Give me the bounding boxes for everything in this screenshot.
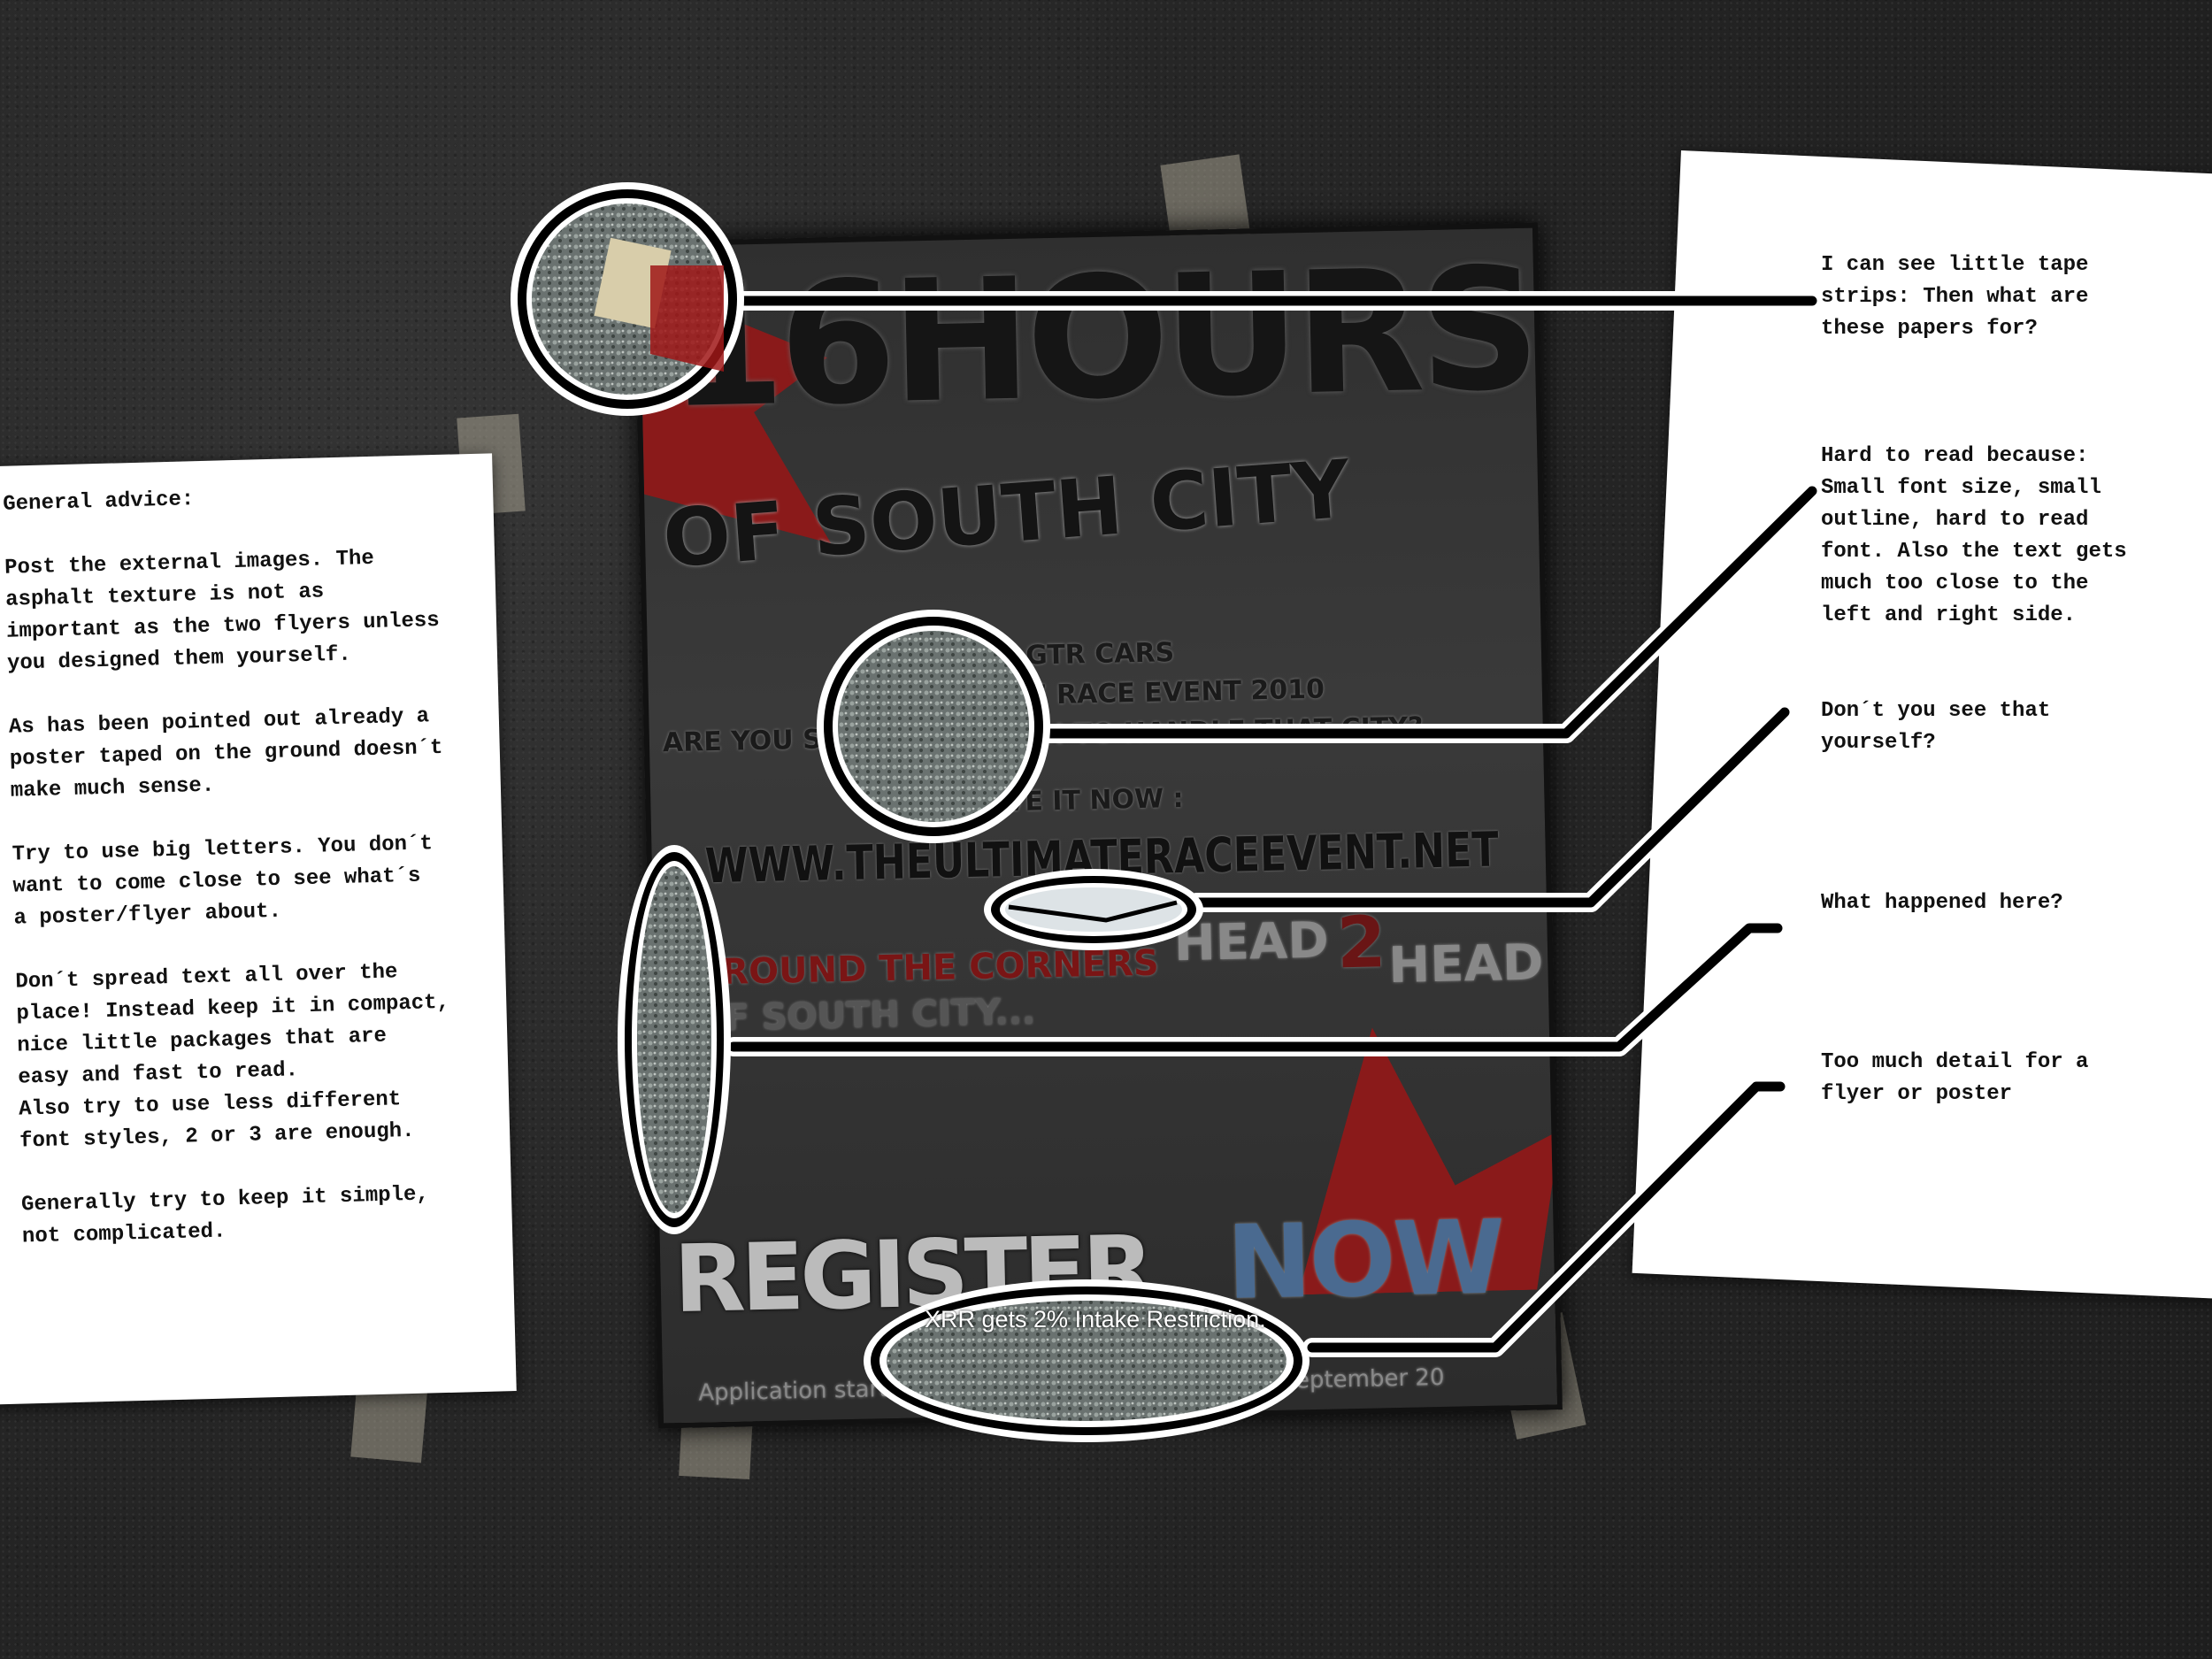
callout-line-5 (1307, 1081, 1786, 1353)
comment-too-much-detail: Too much detail for a flyer or poster (1821, 1050, 2089, 1106)
callout-line-4 (728, 923, 1783, 1052)
zoom-ellipse-detail (864, 1279, 1310, 1442)
comment-see-yourself: Don´t you see that yourself? (1821, 699, 2051, 755)
zoom-restriction-text: XRR gets 2% Intake Restriction. (925, 1306, 1266, 1333)
comment-tape-strips: I can see little tape strips: Then what … (1821, 253, 2089, 341)
comment-what-happened: What happened here? (1821, 891, 2063, 915)
callout-line-2 (1039, 486, 1817, 739)
zoom-ellipse-glitch (984, 869, 1203, 950)
callout-line-3 (1191, 707, 1790, 908)
zoom-circle-tape (511, 182, 744, 416)
comment-hard-to-read: Hard to read because: Small font size, s… (1821, 444, 2127, 627)
zoom-circle-text (817, 610, 1050, 843)
zoom-ellipse-edge (618, 845, 731, 1234)
